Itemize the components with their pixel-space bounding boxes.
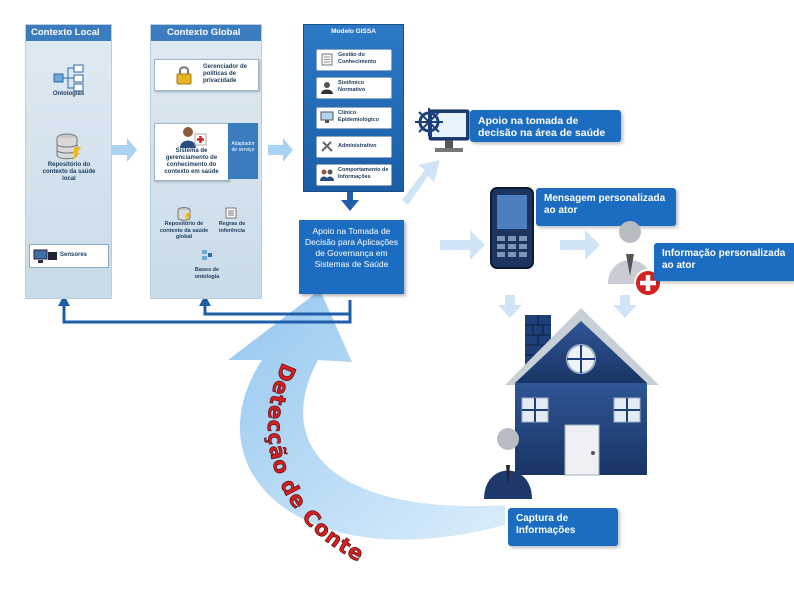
gissa-item-label: Clínico Epidemiológico bbox=[338, 110, 379, 123]
database-icon bbox=[56, 133, 81, 161]
sensores-label: Sensores bbox=[60, 252, 88, 258]
gissa-item: Clínico Epidemiológico bbox=[316, 107, 392, 129]
privacy-manager-label: Gerenciador de políticas de privacidade bbox=[203, 64, 248, 84]
knowledge-system-label: Sistema de gerenciamento de conhecimento… bbox=[164, 148, 219, 175]
gissa-item: Administrativo bbox=[316, 136, 392, 158]
knowledge-system-box: Sistema de gerenciamento de conhecimento… bbox=[154, 123, 229, 181]
information-capture-label: Captura de Informações bbox=[508, 508, 618, 546]
ontology-bases-label: Bases de ontologia bbox=[194, 267, 220, 280]
monitor-icon bbox=[33, 249, 57, 263]
gissa-item-label: Comportamento de Informações bbox=[338, 167, 389, 180]
mobile-phone-icon bbox=[490, 187, 534, 269]
lock-icon bbox=[176, 66, 192, 85]
ontologias-label: Ontologias bbox=[52, 91, 85, 97]
privacy-manager-box: Gerenciador de políticas de privacidade bbox=[154, 59, 259, 91]
panel-title: Contexto Local bbox=[26, 25, 111, 41]
ship-wheel-icon bbox=[415, 108, 470, 152]
service-adapter-label: Adaptador de serviço bbox=[231, 141, 255, 153]
tools-icon bbox=[321, 141, 333, 152]
decision-support-label: Apoio na Tomada de Decisão para Aplicaçõ… bbox=[304, 226, 399, 269]
gissa-item: Comportamento de Informações bbox=[316, 164, 392, 186]
global-repository-label: Repositório de contexto da saúde global bbox=[159, 221, 209, 240]
decision-support-box: Apoio na Tomada de Decisão para Aplicaçõ… bbox=[299, 220, 404, 294]
gissa-item-label: Administrativo bbox=[338, 143, 377, 149]
svg-text:Detecção de Contexto: Detecção de Contexto bbox=[0, 0, 368, 567]
person-icon bbox=[321, 82, 333, 94]
group-icon bbox=[320, 169, 334, 181]
gissa-item: Sistêmico Normativo bbox=[316, 77, 392, 99]
document-icon bbox=[321, 53, 333, 66]
sensores-box: Sensores bbox=[29, 244, 109, 268]
house-icon bbox=[505, 308, 659, 476]
panel-title: Contexto Global bbox=[151, 25, 261, 41]
panel-title: Modelo GISSA bbox=[331, 28, 376, 35]
inference-rules-label: Regras de inferência bbox=[218, 221, 246, 234]
gissa-item-label: Gestão do Conhecimento bbox=[338, 52, 377, 65]
service-adapter-box: Adaptador de serviço bbox=[228, 123, 258, 179]
network-icon bbox=[53, 64, 84, 92]
person-icon bbox=[484, 428, 532, 499]
decision-support-area-label: Apoio na tomada de decisão na área de sa… bbox=[470, 110, 621, 142]
local-repository-label: Repositório do contexto da saúde local bbox=[42, 162, 96, 182]
document-icon bbox=[225, 207, 237, 219]
gissa-model-panel: Modelo GISSA Gestão do Conhecimento Sist… bbox=[303, 24, 404, 192]
personalized-information-label: Informação personalizada ao ator bbox=[654, 243, 794, 281]
personalized-message-label: Mensagem personalizada ao ator bbox=[536, 188, 676, 226]
ontology-icon bbox=[202, 250, 212, 260]
local-context-panel: Contexto Local Ontologias Repositório do… bbox=[25, 24, 112, 299]
monitor-icon bbox=[320, 111, 334, 123]
database-icon bbox=[177, 207, 191, 221]
doctor-icon bbox=[180, 127, 207, 148]
global-context-panel: Contexto Global Gerenciador de políticas… bbox=[150, 24, 262, 299]
gissa-item-label: Sistêmico Normativo bbox=[338, 80, 366, 93]
gissa-item: Gestão do Conhecimento bbox=[316, 49, 392, 71]
